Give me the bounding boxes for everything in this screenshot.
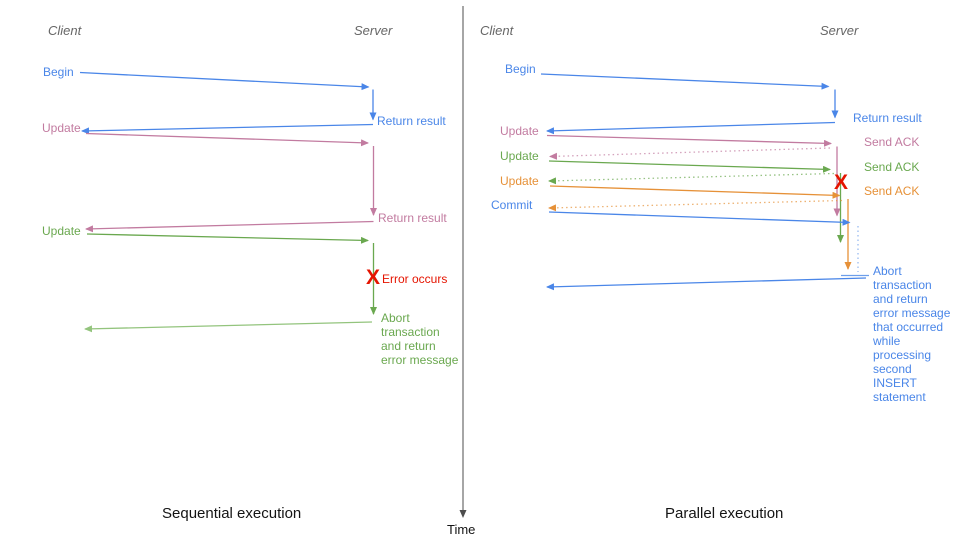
right-send-ack-3-label: Send ACK [864, 184, 920, 198]
right-abort-return-arrow [546, 277, 867, 291]
left-diagram-arrows [79, 71, 377, 333]
left-update-2-request-arrow [86, 233, 369, 244]
right-commit-request-arrow [548, 211, 851, 226]
right-send-ack-2-label: Send ACK [864, 160, 920, 174]
left-update-1-label: Update [42, 121, 81, 135]
right-update-3-request-arrow [549, 185, 841, 199]
left-server-header: Server [354, 23, 393, 38]
right-send-ack-1-arrow [549, 147, 831, 160]
right-send-ack-3-arrow [548, 199, 843, 212]
right-update-3-label: Update [500, 174, 539, 188]
right-send-ack-2-arrow [548, 172, 835, 185]
left-return-result-2-label: Return result [378, 211, 447, 225]
left-begin-request-arrow [79, 71, 370, 91]
right-update-2-request-arrow [548, 160, 831, 173]
left-title: Sequential execution [162, 505, 302, 522]
right-update-2-label: Update [500, 149, 539, 163]
right-update-1-request-arrow [546, 134, 832, 147]
right-return-result-label: Return result [853, 111, 922, 125]
left-update-1-request-arrow [85, 132, 369, 147]
right-server-header: Server [820, 23, 859, 38]
left-return-result-1-arrow [81, 123, 374, 135]
left-begin-label: Begin [43, 65, 74, 79]
right-return-result-arrow [546, 121, 836, 135]
right-error-cross-icon: X [834, 171, 849, 194]
left-return-result-1-label: Return result [377, 114, 446, 128]
right-title: Parallel execution [665, 505, 784, 522]
right-begin-label: Begin [505, 62, 536, 76]
right-abort-note: Abort transaction and return error messa… [873, 264, 951, 404]
right-update-1-label: Update [500, 124, 539, 138]
left-return-result-2-arrow [85, 220, 374, 233]
left-error-text: Error occurs [382, 272, 448, 286]
left-client-header: Client [48, 23, 82, 38]
left-update-2-label: Update [42, 224, 81, 238]
right-begin-request-arrow [540, 73, 830, 90]
left-error-cross-icon: X [366, 266, 381, 289]
right-commit-label: Commit [491, 198, 533, 212]
left-abort-note: Abort transaction and return error messa… [381, 311, 459, 367]
left-abort-return-arrow [84, 321, 373, 333]
time-axis-label: Time [447, 522, 476, 537]
right-client-header: Client [480, 23, 514, 38]
right-diagram-arrows [540, 73, 869, 291]
right-send-ack-1-label: Send ACK [864, 135, 920, 149]
